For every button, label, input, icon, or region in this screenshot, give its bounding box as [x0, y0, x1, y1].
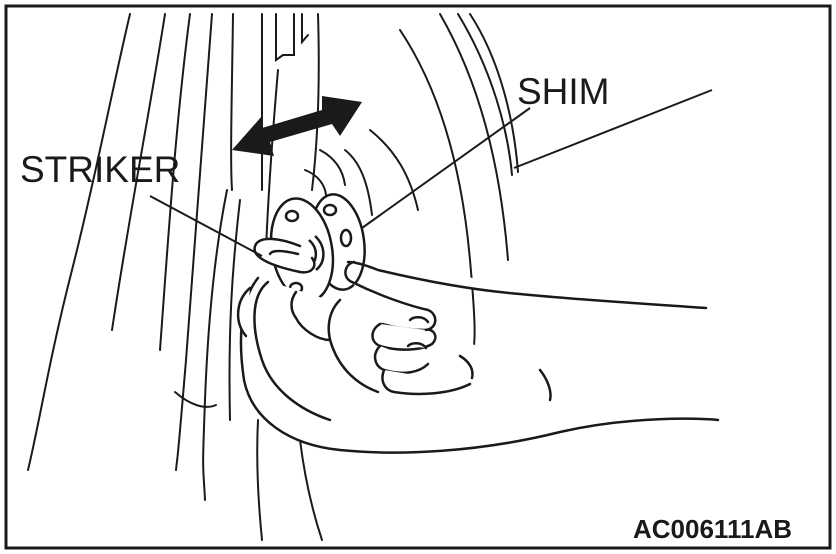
- striker-label: STRIKER: [20, 149, 181, 190]
- striker-leader-line: [149, 195, 263, 257]
- shim-label: SHIM: [517, 71, 610, 112]
- shim-leader-line: [361, 107, 531, 229]
- double-headed-arrow-icon: [232, 96, 362, 156]
- figure-code: AC006111AB: [633, 514, 792, 544]
- diagram-border: [4, 4, 832, 550]
- door-frame-lines: [27, 13, 373, 541]
- striker-loop: [253, 237, 316, 274]
- hand-illustration: [237, 260, 720, 454]
- trim-leader-line: [513, 89, 713, 169]
- leader-lines: [149, 89, 713, 257]
